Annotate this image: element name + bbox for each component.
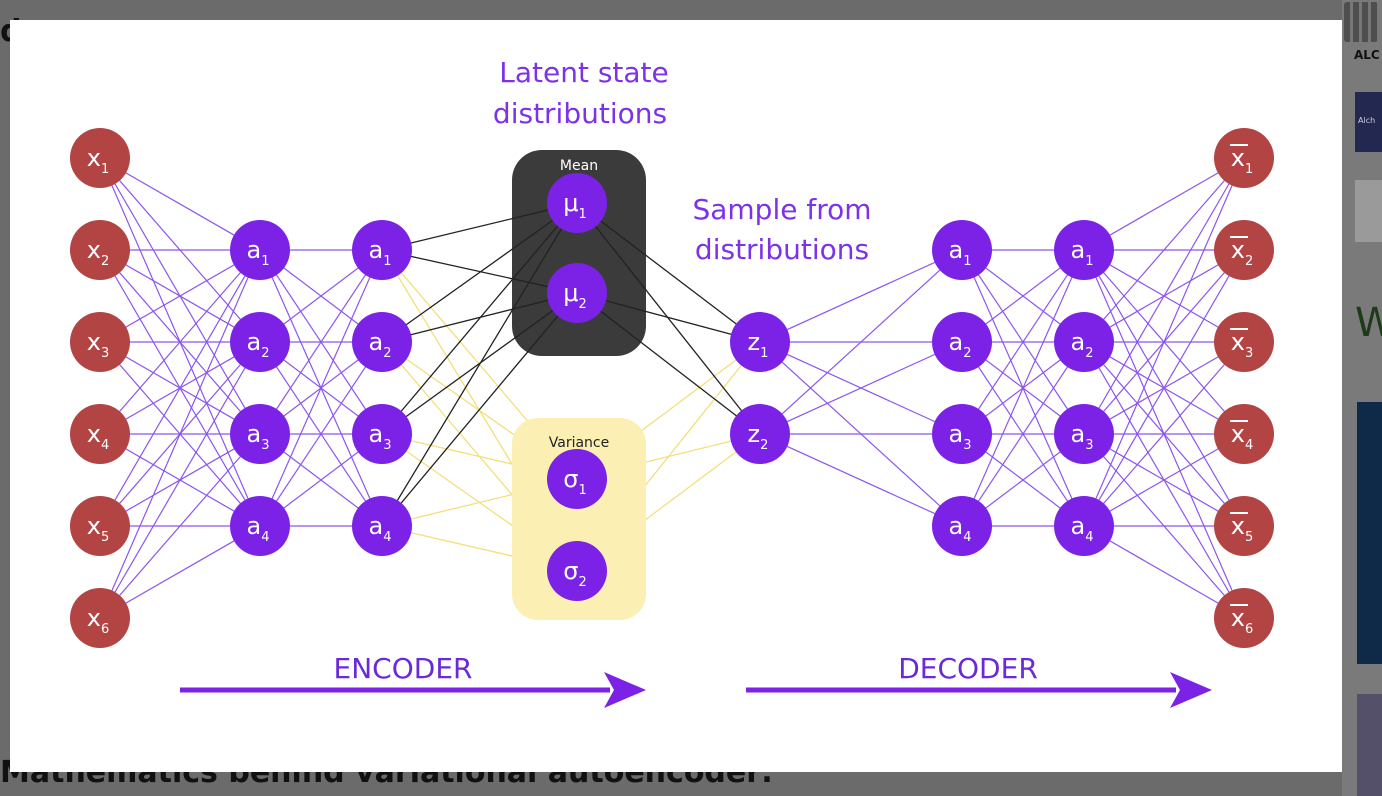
input-node: x6 — [70, 588, 130, 648]
decoder-edge — [1083, 341, 1245, 527]
mean-to-latent-edge — [576, 292, 761, 343]
encoder-edge — [99, 249, 261, 435]
encoder-hidden-node: a1 — [352, 220, 412, 280]
decoder-edge — [961, 341, 1085, 527]
latent-node: z1 — [730, 312, 790, 372]
output-node: x3 — [1214, 312, 1274, 372]
decoder-edge — [1083, 157, 1245, 343]
mean-edge — [381, 202, 578, 527]
variance-box — [512, 418, 646, 620]
encoder-edge — [259, 341, 383, 527]
decoder-hidden-node: a1 — [932, 220, 992, 280]
encoder-edge — [259, 249, 383, 435]
encoder-hidden-node: a3 — [352, 404, 412, 464]
mean-edge — [381, 202, 578, 251]
decoder-hidden-node: a1 — [1054, 220, 1114, 280]
output-node: x2 — [1214, 220, 1274, 280]
output-node: x1 — [1214, 128, 1274, 188]
decoder-edge — [759, 433, 963, 527]
decoder-arrowhead — [1170, 672, 1212, 708]
decoder-hidden-node: a3 — [1054, 404, 1114, 464]
sidebar-banner[interactable] — [1357, 402, 1382, 664]
latent-node: z2 — [730, 404, 790, 464]
input-node: x4 — [70, 404, 130, 464]
mean-node: μ2 — [547, 263, 607, 323]
variance-node: σ2 — [547, 541, 607, 601]
decoder-hidden-node: a4 — [1054, 496, 1114, 556]
output-node: x6 — [1214, 588, 1274, 648]
mean-to-latent-edge — [576, 292, 761, 435]
decoder-edge — [961, 249, 1085, 435]
encoder-label: ENCODER — [334, 652, 473, 685]
encoder-hidden-node: a2 — [352, 312, 412, 372]
sidebar-heading-letter: W — [1355, 300, 1382, 346]
sidebar-thumbnail-text: Alch — [1358, 116, 1376, 125]
encoder-edge — [99, 249, 261, 527]
output-node: x5 — [1214, 496, 1274, 556]
vae-diagram: Mean Variance x1 x2 x3 x4 x5 x6 a1 a2 a3 a4 a1 a2 a3… — [70, 56, 1274, 708]
encoder-hidden-node: a3 — [230, 404, 290, 464]
decoder-edge — [759, 341, 963, 435]
input-node: x1 — [70, 128, 130, 188]
decoder-edge — [1083, 249, 1245, 527]
encoder-edge — [99, 249, 261, 619]
encoder-edge — [99, 525, 261, 619]
decoder-hidden-node: a2 — [932, 312, 992, 372]
mean-node: μ1 — [547, 173, 607, 233]
mean-edge — [381, 249, 578, 294]
decoder-hidden-node: a4 — [932, 496, 992, 556]
image-lightbox[interactable]: Mean Variance x1 x2 x3 x4 x5 x6 a1 a2 a3 a4 a1 a2 a3… — [10, 20, 1342, 772]
mean-label: Mean — [560, 158, 598, 174]
mean-to-latent-edge — [576, 202, 761, 343]
decoder-edge — [1083, 433, 1245, 527]
sidebar-brand-text: ALC — [1354, 48, 1380, 62]
variance-node: σ1 — [547, 449, 607, 509]
latent-title-line-2: distributions — [493, 97, 667, 130]
decoder-edge — [759, 249, 963, 343]
decoder-edge — [1083, 525, 1245, 619]
encoder-edge — [99, 249, 261, 343]
grid-icon[interactable] — [1344, 2, 1378, 42]
encoder-edge — [99, 433, 261, 619]
decoder-edge — [1083, 157, 1245, 251]
decoder-hidden-node: a3 — [932, 404, 992, 464]
sidebar-thumbnail[interactable] — [1355, 180, 1382, 242]
sidebar-banner[interactable] — [1357, 694, 1382, 796]
variance-label: Variance — [549, 435, 609, 451]
encoder-hidden-node: a2 — [230, 312, 290, 372]
encoder-edge — [99, 341, 261, 619]
mean-edge — [381, 292, 578, 527]
encoder-hidden-node: a4 — [352, 496, 412, 556]
latent-edges — [381, 202, 761, 527]
decoder-label: DECODER — [898, 652, 1038, 685]
mean-edge — [381, 202, 578, 343]
encoder-hidden-node: a1 — [230, 220, 290, 280]
mean-edge — [381, 202, 578, 435]
input-node: x2 — [70, 220, 130, 280]
output-node: x4 — [1214, 404, 1274, 464]
decoder-edge — [1083, 157, 1245, 435]
mean-to-latent-edge — [576, 202, 761, 435]
sample-title-line-1: Sample from — [692, 193, 871, 226]
encoder-edge — [259, 249, 383, 527]
input-node: x3 — [70, 312, 130, 372]
network-nodes: x1 x2 x3 x4 x5 x6 a1 a2 a3 a4 a1 a2 a3 a4 μ1 μ2 σ1 σ2 z1 z2… — [70, 128, 1274, 648]
encoder-hidden-node: a4 — [230, 496, 290, 556]
sample-title-line-2: distributions — [695, 233, 869, 266]
decoder-edge — [961, 249, 1085, 527]
decoder-hidden-node: a2 — [1054, 312, 1114, 372]
decoder-edge — [1083, 157, 1245, 527]
sidebar-thumbnail[interactable]: Alch — [1355, 92, 1382, 152]
input-node: x5 — [70, 496, 130, 556]
decoder-edge — [759, 249, 963, 435]
encoder-edge — [99, 157, 261, 251]
encoder-arrowhead — [604, 672, 646, 708]
latent-title-line-1: Latent state — [499, 56, 669, 89]
mean-box — [512, 150, 646, 356]
